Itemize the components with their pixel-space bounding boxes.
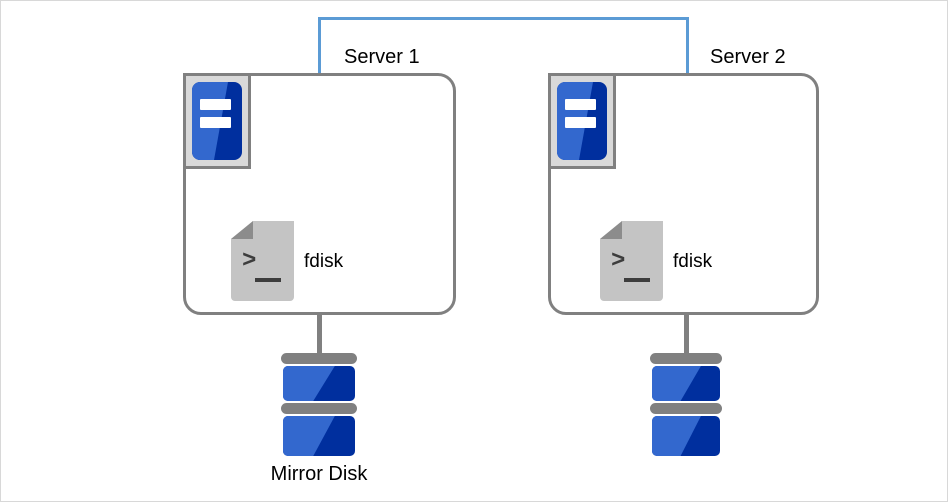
- disk-slab-lower: [652, 416, 720, 456]
- interconnect-right-segment: [686, 18, 689, 74]
- disk-plate-top: [281, 353, 357, 364]
- server-icon-bar-2: [565, 117, 596, 128]
- mirror-disk-label: Mirror Disk: [270, 463, 368, 485]
- disk-plate-middle: [281, 403, 357, 414]
- disk-slab-lower: [283, 416, 355, 456]
- server-icon-bar-1: [200, 99, 231, 111]
- interconnect-left-segment: [318, 18, 321, 74]
- server-1-disk-connector: [317, 314, 322, 359]
- server-2-disk-connector: [684, 314, 689, 359]
- server-1-fdisk-label: fdisk: [304, 251, 344, 272]
- disk-slab-upper: [283, 366, 355, 401]
- script-prompt-glyph: >: [242, 248, 257, 275]
- disk-plate-top: [650, 353, 722, 364]
- server-1-disk-stack-icon: [281, 353, 357, 456]
- server-icon-body: [192, 82, 242, 160]
- interconnect-top-segment: [318, 17, 689, 20]
- server-2-label: Server 2: [710, 46, 786, 68]
- server-2-disk-stack-icon: [650, 353, 722, 456]
- disk-plate-middle: [650, 403, 722, 414]
- server-icon: [183, 73, 251, 169]
- server-icon-bar-2: [200, 117, 231, 128]
- script-cursor-glyph: [624, 278, 650, 282]
- server-icon-bar-1: [565, 99, 596, 111]
- server-icon-body: [557, 82, 607, 160]
- script-prompt-glyph: >: [611, 248, 626, 275]
- server-2-fdisk-label: fdisk: [673, 251, 713, 272]
- server-icon: [548, 73, 616, 169]
- script-cursor-glyph: [255, 278, 281, 282]
- disk-slab-upper: [652, 366, 720, 401]
- server-1-label: Server 1: [344, 46, 420, 68]
